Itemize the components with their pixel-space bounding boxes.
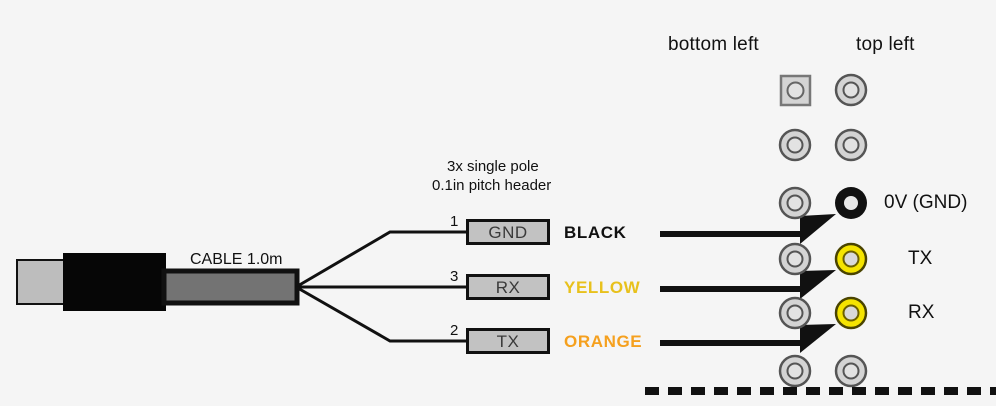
- arrow-head-rx: [800, 324, 836, 353]
- pad-topleft-1[interactable]: [834, 73, 868, 107]
- wire-gnd-fanout: [295, 230, 466, 289]
- cable-connector: [16, 253, 300, 311]
- header-note-line1: 3x single pole: [447, 158, 539, 175]
- fanout-wires: [295, 230, 466, 343]
- pad-topleft-5-rx[interactable]: [834, 296, 868, 330]
- pad-bottomleft-5[interactable]: [778, 296, 812, 330]
- column-header-bottom-left: bottom left: [668, 34, 759, 55]
- pad-bottomleft-1[interactable]: [779, 74, 812, 107]
- pin-box-tx[interactable]: TX: [466, 328, 550, 354]
- pad-topleft-3-gnd[interactable]: [835, 187, 867, 219]
- wire-tx-fanout: [295, 285, 466, 343]
- pad-label-tx: TX: [908, 248, 933, 269]
- pin-number-tx: 2: [450, 322, 459, 339]
- pad-topleft-2[interactable]: [834, 128, 868, 162]
- wire-color-black: BLACK: [564, 223, 627, 242]
- pad-bottomleft-4[interactable]: [778, 242, 812, 276]
- pad-bottomleft-3[interactable]: [778, 186, 812, 220]
- arrow-head-gnd: [800, 214, 836, 244]
- pin-number-rx: 3: [450, 268, 459, 285]
- pad-bottomleft-6[interactable]: [778, 354, 812, 388]
- pin-box-rx[interactable]: RX: [466, 274, 550, 300]
- board-pad-grid: [778, 73, 868, 388]
- pin-number-gnd: 1: [450, 213, 459, 230]
- pad-label-rx: RX: [908, 302, 935, 323]
- pad-topleft-6[interactable]: [834, 354, 868, 388]
- arrow-head-tx: [800, 270, 836, 299]
- pad-bottomleft-2[interactable]: [778, 128, 812, 162]
- connector-body: [63, 253, 166, 311]
- pad-label-gnd: 0V (GND): [884, 192, 968, 213]
- wire-color-yellow: YELLOW: [564, 278, 641, 297]
- pin-box-gnd[interactable]: GND: [466, 219, 550, 245]
- signal-arrows: [660, 214, 836, 353]
- connector-tip: [16, 259, 68, 305]
- wire-color-orange: ORANGE: [564, 332, 643, 351]
- pad-topleft-4-tx[interactable]: [834, 242, 868, 276]
- header-note-line2: 0.1in pitch header: [432, 177, 552, 194]
- cable-length-caption: CABLE 1.0m: [190, 251, 283, 268]
- column-header-top-left: top left: [856, 34, 915, 55]
- cable-sheath: [161, 268, 300, 306]
